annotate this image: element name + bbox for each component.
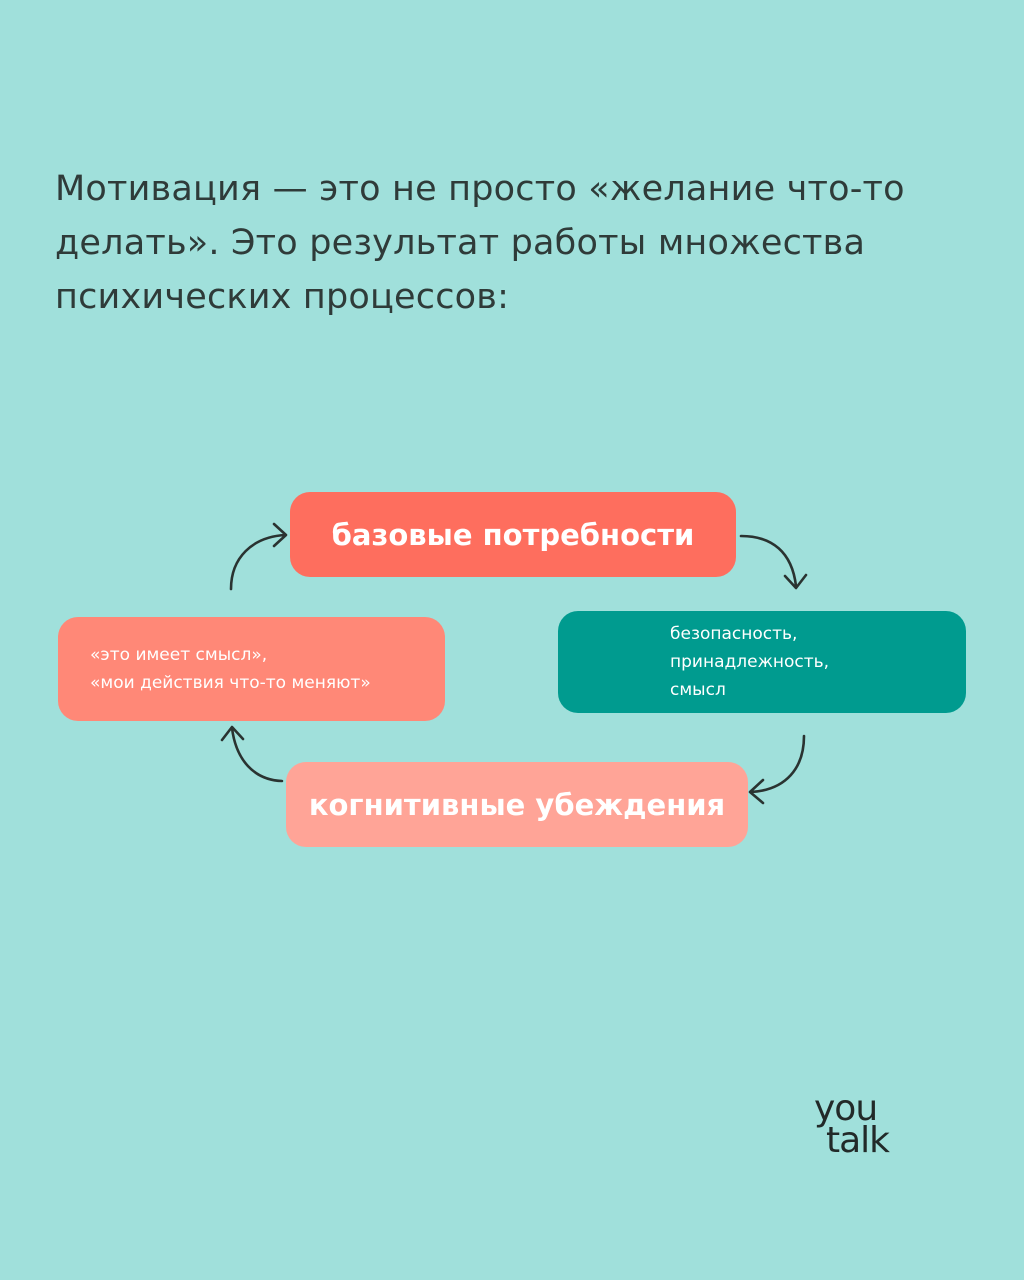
belief-example-line: «это имеет смысл», bbox=[90, 645, 268, 665]
cognitive-beliefs-box: когнитивные убеждения bbox=[286, 762, 748, 847]
arrowhead-top-to-right bbox=[783, 573, 808, 590]
arrow-right-to-bottom bbox=[749, 734, 806, 794]
arrowhead-bottom-to-left bbox=[220, 725, 245, 742]
basic-needs-label: базовые потребности bbox=[331, 517, 695, 552]
basic-needs-box: базовые потребности bbox=[290, 492, 736, 577]
arrow-top-to-right bbox=[739, 534, 798, 588]
arrow-left-to-top bbox=[229, 533, 287, 591]
logo-word-you: you bbox=[814, 1088, 877, 1129]
arrow-bottom-to-left bbox=[230, 726, 284, 783]
intro-line: психических процессов: bbox=[55, 277, 510, 317]
needs-detail-line: принадлежность, bbox=[670, 652, 830, 672]
logo-word-talk: talk bbox=[826, 1120, 890, 1158]
intro-line: Мотивация — это не просто «желание что-т… bbox=[55, 169, 905, 209]
needs-detail-line: безопасность, bbox=[670, 624, 798, 644]
needs-detail-line: смысл bbox=[670, 680, 726, 700]
cognitive-beliefs-label: когнитивные убеждения bbox=[308, 787, 726, 822]
arrowhead-left-to-top bbox=[272, 522, 288, 548]
youtalk-logo: you talk bbox=[814, 1088, 891, 1158]
intro-line: делать». Это результат работы множества bbox=[55, 223, 866, 263]
beliefs-examples-box: «это имеет смысл», «мои действия что-то … bbox=[58, 617, 445, 721]
arrowhead-right-to-bottom bbox=[748, 778, 765, 805]
needs-details-box: безопасность, принадлежность, смысл bbox=[558, 611, 966, 713]
intro-text: Мотивация — это не просто «желание что-т… bbox=[55, 162, 975, 324]
belief-example-line: «мои действия что-то меняют» bbox=[90, 673, 371, 693]
